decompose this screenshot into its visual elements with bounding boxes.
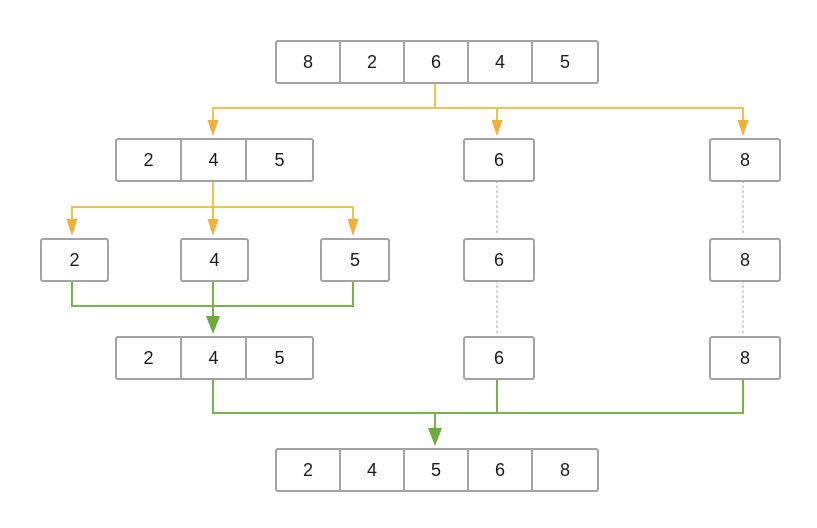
array-cell: 5 [349,249,360,270]
box-level3-six: 6 [463,336,535,380]
box-level2-two: 2 [40,238,109,282]
array-cell: 8 [559,459,570,480]
array-result: 2 4 5 6 8 [275,448,599,492]
array-level3-merged: 2 4 5 [115,336,314,380]
array-cell: 5 [559,51,570,72]
array-cell: 5 [405,450,469,490]
box-level2-eight: 8 [709,238,781,282]
array-cell: 5 [274,149,285,170]
array-cell: 8 [739,347,750,368]
array-cell: 4 [469,42,533,82]
split-arrowhead [207,120,219,136]
split-arrowhead [66,219,78,236]
array-input: 8 2 6 4 5 [275,40,599,84]
box-level3-eight: 8 [709,336,781,380]
array-cell: 8 [739,149,750,170]
box-level2-five: 5 [320,238,390,282]
split-arrowhead [347,219,359,236]
split-connectors [71,80,744,221]
array-cell: 6 [493,347,504,368]
split1-rail [212,107,744,122]
array-cell: 2 [69,249,80,270]
split-arrowheads [66,120,749,236]
array-cell: 2 [117,338,182,378]
merge2-rail [212,376,744,414]
array-cell: 8 [739,249,750,270]
array-cell: 6 [493,149,504,170]
array-cell: 6 [493,249,504,270]
split-arrowhead [737,120,749,136]
dotted-connectors [496,180,744,334]
array-cell: 4 [182,338,247,378]
array-cell: 4 [209,249,220,270]
merge-arrowhead [206,316,220,334]
array-cell: 4 [182,140,247,180]
merge-connectors [71,278,744,430]
array-cell: 8 [277,42,341,82]
array-cell: 2 [277,450,341,490]
array-cell: 5 [274,347,285,368]
box-level1-six: 6 [463,138,535,182]
array-cell: 6 [405,42,469,82]
merge-arrowhead [428,428,442,446]
merge-arrowheads [206,316,442,446]
array-cell: 6 [469,450,533,490]
box-level1-eight: 8 [709,138,781,182]
box-level2-six: 6 [463,238,535,282]
array-cell: 2 [341,42,405,82]
array-level1-left: 2 4 5 [115,138,314,182]
array-cell: 2 [117,140,182,180]
split-arrowhead [207,219,219,236]
split-arrowhead [491,120,503,136]
array-cell: 4 [341,450,405,490]
box-level2-four: 4 [180,238,249,282]
